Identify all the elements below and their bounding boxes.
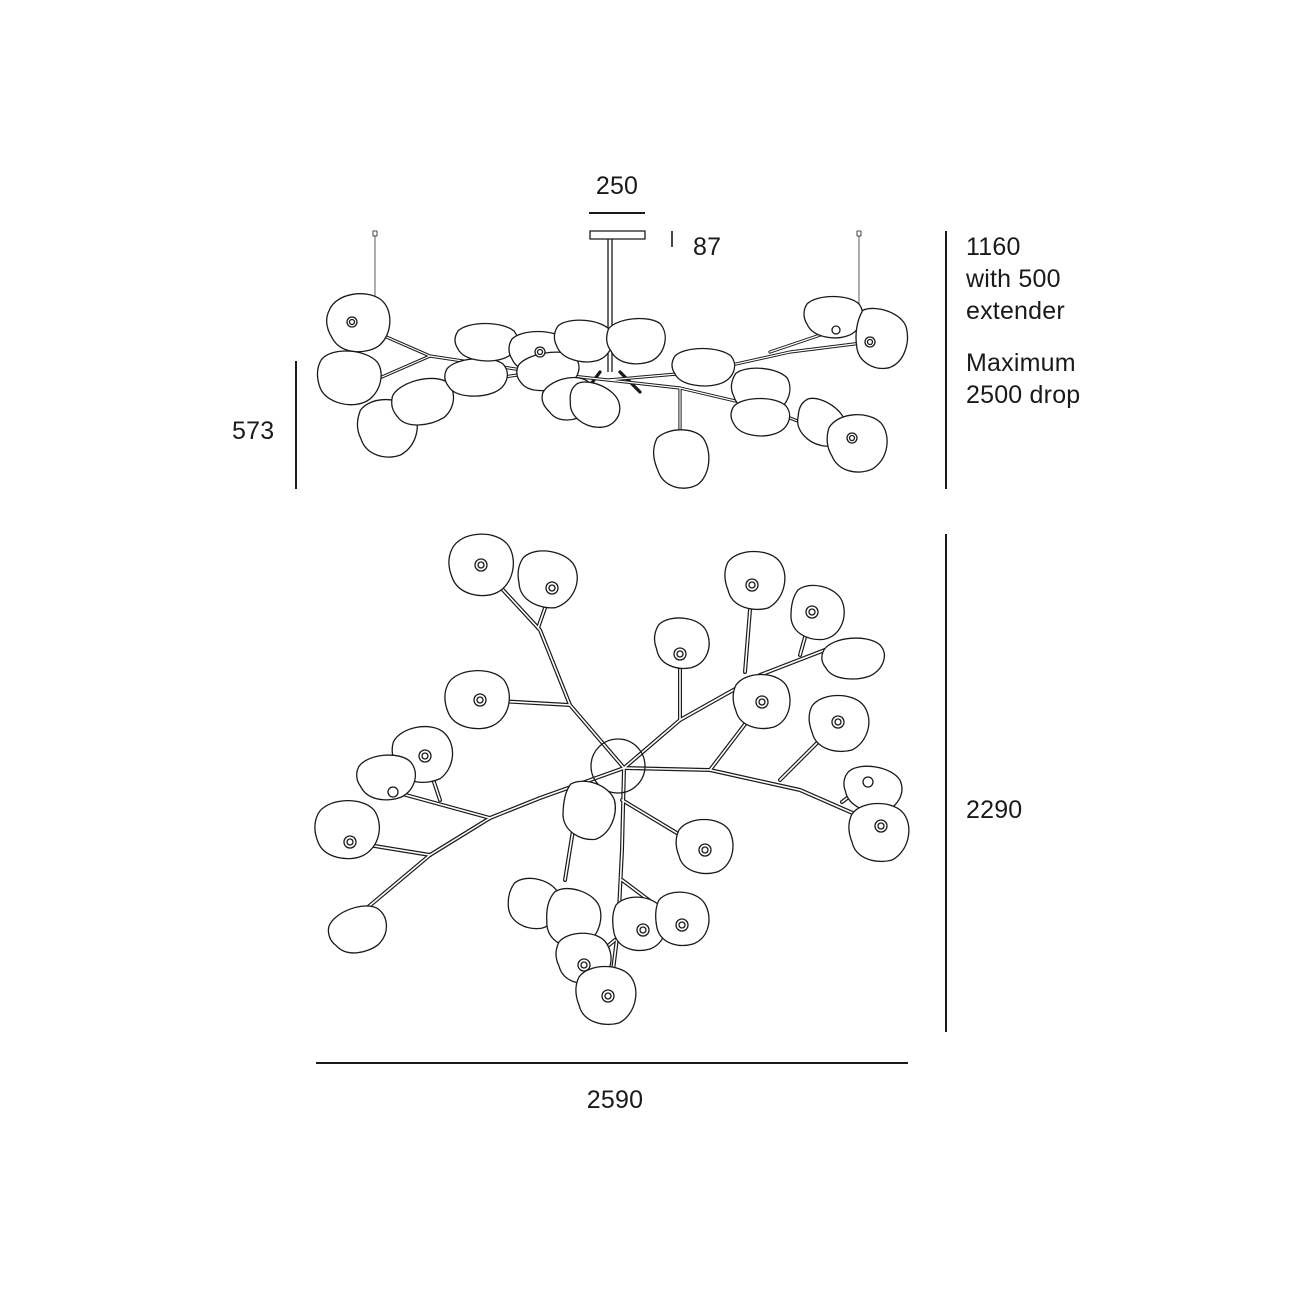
plan-canopy bbox=[590, 738, 646, 794]
plan-view bbox=[314, 533, 910, 1026]
leaf-shade bbox=[848, 802, 910, 863]
side-leaves bbox=[316, 293, 909, 489]
wire-anchor-left bbox=[372, 230, 378, 237]
plan-branch bbox=[622, 766, 882, 827]
leaf-shade bbox=[316, 350, 382, 406]
leaf-shade bbox=[553, 319, 614, 363]
side-sockets bbox=[346, 316, 876, 444]
leaf-shade bbox=[326, 293, 391, 353]
leaf-shade bbox=[356, 754, 416, 801]
maximum-drop-label: Maximum bbox=[966, 349, 1076, 377]
side-elevation bbox=[316, 230, 909, 489]
leaf-shade bbox=[803, 295, 864, 339]
leaf-shade bbox=[606, 317, 666, 365]
leaf-shade bbox=[569, 381, 621, 428]
dimension-lines bbox=[295, 212, 947, 1064]
plan-leaves bbox=[314, 533, 910, 1026]
plan-sockets bbox=[343, 558, 888, 1003]
drop-extender-label: with 500 bbox=[966, 265, 1061, 293]
drop-height-label: 1160 bbox=[966, 233, 1021, 261]
plan-width-label: 2590 bbox=[586, 1086, 644, 1114]
canopy-height-label: 87 bbox=[693, 233, 722, 261]
leaf-shade bbox=[391, 377, 455, 426]
leaf-shade bbox=[562, 780, 616, 841]
leaf-shade bbox=[517, 550, 578, 609]
leaf-shade bbox=[652, 429, 710, 489]
leaf-shade bbox=[454, 322, 519, 362]
maximum-drop-label-2: 2500 drop bbox=[966, 381, 1081, 409]
leaf-shade bbox=[653, 617, 710, 670]
leaf-shade bbox=[671, 347, 736, 387]
leaf-shade bbox=[327, 905, 388, 954]
leaf-shade bbox=[314, 799, 380, 860]
leaf-shade bbox=[821, 637, 885, 680]
wire-anchor-right bbox=[856, 230, 862, 237]
drop-extender-label-2: extender bbox=[966, 297, 1065, 325]
ceiling-canopy bbox=[589, 230, 646, 240]
leaf-shade bbox=[612, 896, 667, 952]
leaf-shade bbox=[826, 414, 888, 473]
leaf-shade bbox=[855, 307, 909, 370]
leaf-shade bbox=[730, 397, 791, 437]
plan-depth-label: 2290 bbox=[966, 796, 1023, 824]
side-height-label: 573 bbox=[232, 417, 275, 445]
canopy-width-label: 250 bbox=[595, 172, 639, 200]
